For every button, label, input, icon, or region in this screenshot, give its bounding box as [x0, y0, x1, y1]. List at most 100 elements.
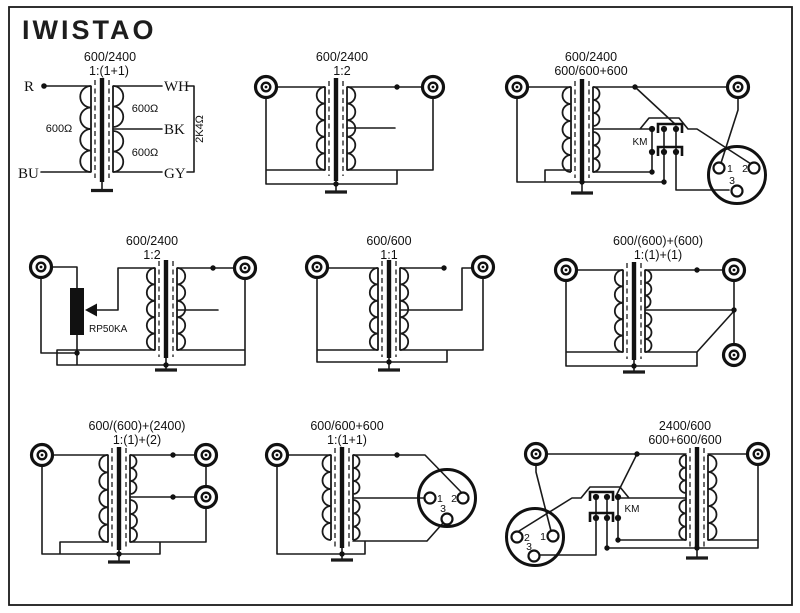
diagram-subtitle: 600+600/600: [648, 433, 721, 447]
diagram-title: 600/(600)+(2400): [89, 419, 186, 433]
pin-label: 3: [526, 541, 532, 553]
rca-jack-icon: [29, 442, 55, 468]
transformer-icon: [315, 78, 357, 181]
junction-dot: [333, 181, 339, 187]
diagram-subtitle: 1:1: [380, 248, 397, 262]
xlr-connector-icon: 1 2 3: [417, 468, 477, 528]
diagram-d3: 600/2400 600/600+600 KM 1 2 3: [504, 50, 767, 205]
transformer-icon: [561, 79, 601, 180]
junction-dot: [163, 362, 169, 368]
diagram-subtitle: 1:(1+1): [327, 433, 367, 447]
impedance-label: 600Ω: [132, 147, 159, 159]
impedance-label: 600Ω: [46, 123, 73, 135]
junction-dot: [632, 84, 638, 90]
rca-jack-icon: [725, 74, 751, 100]
terminal-label-gy: GY: [164, 166, 186, 182]
impedance-label: 600Ω: [132, 103, 159, 115]
junction-dot: [394, 84, 400, 90]
terminal-dot: [41, 83, 47, 89]
pin-label: 1: [727, 163, 733, 175]
junction-dot: [731, 307, 737, 313]
sheet-border: [8, 6, 793, 606]
junction-dot: [116, 551, 122, 557]
rca-jack-icon: [232, 255, 258, 281]
diagram-d8: 600/600+600 1:(1+1) 1 2 3: [264, 419, 477, 562]
pin-label: 1: [540, 531, 546, 543]
junction-dot: [170, 452, 176, 458]
diagram-subtitle: 1:(1)+(2): [113, 433, 161, 447]
pin-label: 3: [729, 175, 735, 187]
rca-jack-icon: [553, 257, 579, 283]
diagram-title: 600/2400: [84, 50, 136, 64]
diagram-title: 2400/600: [659, 419, 711, 433]
km-switch-icon: KM: [588, 490, 640, 522]
terminal-label-r: R: [24, 79, 34, 95]
rca-jack-icon: [420, 74, 446, 100]
junction-dot: [694, 267, 700, 273]
diagram-subtitle: 600/600+600: [554, 64, 627, 78]
wires: [316, 267, 484, 371]
wires: [41, 454, 207, 563]
diagram-d5: 600/600 1:1: [304, 234, 496, 372]
diagram-title: 600/2400: [126, 234, 178, 248]
rca-jack-icon: [504, 74, 530, 100]
wires: [40, 85, 195, 173]
switch-label: KM: [625, 504, 640, 515]
wires: [276, 454, 463, 561]
pin-label: 2: [524, 532, 530, 544]
diagram-d4: 600/2400 1:2 RP50KA: [28, 234, 258, 372]
transformer-icon: [678, 447, 718, 548]
diagram-subtitle: 1:(1)+(1): [634, 248, 682, 262]
junction-dot: [604, 545, 610, 551]
rca-jack-icon: [253, 74, 279, 100]
rca-jack-icon: [304, 254, 330, 280]
wires: [265, 86, 434, 193]
junction-dot: [339, 551, 345, 557]
transformer-icon: [613, 262, 653, 360]
junction-dot: [74, 350, 80, 356]
km-switch-icon: KM: [633, 122, 684, 156]
switch-label: KM: [633, 137, 648, 148]
impedance-total-label: 2K4Ω: [194, 115, 206, 143]
rca-jack-icon: [721, 342, 747, 368]
diagram-subtitle: 1:(1+1): [89, 64, 129, 78]
diagram-d6: 600/(600)+(600) 1:(1)+(1): [553, 234, 747, 374]
diagram-title: 600/2400: [316, 50, 368, 64]
xlr-connector-icon: 1 2 3: [707, 145, 767, 205]
junction-dot: [634, 451, 640, 457]
terminal-label-bk: BK: [164, 122, 185, 138]
transformer-icon: [79, 78, 125, 182]
rca-jack-icon: [193, 442, 219, 468]
pin-label: 2: [742, 163, 748, 175]
diagram-title: 600/(600)+(600): [613, 234, 703, 248]
rca-jack-icon: [523, 441, 549, 467]
diagram-d2: 600/2400 1:2: [253, 50, 446, 194]
junction-dot: [631, 363, 637, 369]
junction-dot: [441, 265, 447, 271]
diagram-d1: 600/2400 1:(1+1) R BU WH BK GY 600Ω 600Ω…: [18, 50, 206, 193]
rca-jack-icon: [193, 484, 219, 510]
transformer-icon: [145, 260, 187, 358]
potentiometer-icon: RP50KA: [70, 288, 128, 335]
junction-dot: [649, 169, 655, 175]
wires: [516, 86, 752, 194]
diagram-subtitle: 1:2: [333, 64, 350, 78]
terminal-label-bu: BU: [18, 166, 39, 182]
pin-label: 1: [437, 493, 443, 505]
junction-dot: [394, 452, 400, 458]
ground-icon: [91, 181, 113, 193]
diagram-subtitle: 1:2: [143, 248, 160, 262]
rca-jack-icon: [264, 442, 290, 468]
pin-label: 3: [440, 503, 446, 515]
rca-jack-icon: [721, 257, 747, 283]
rca-jack-icon: [745, 441, 771, 467]
diagram-d7: 600/(600)+(2400) 1:(1)+(2): [29, 419, 219, 564]
diagram-title: 600/600: [366, 234, 411, 248]
xlr-connector-icon: 2 1 3: [505, 507, 565, 567]
junction-dot: [579, 179, 585, 185]
transformer-icon: [98, 447, 138, 550]
junction-dot: [210, 265, 216, 271]
junction-dot: [661, 179, 667, 185]
rca-jack-icon: [470, 254, 496, 280]
